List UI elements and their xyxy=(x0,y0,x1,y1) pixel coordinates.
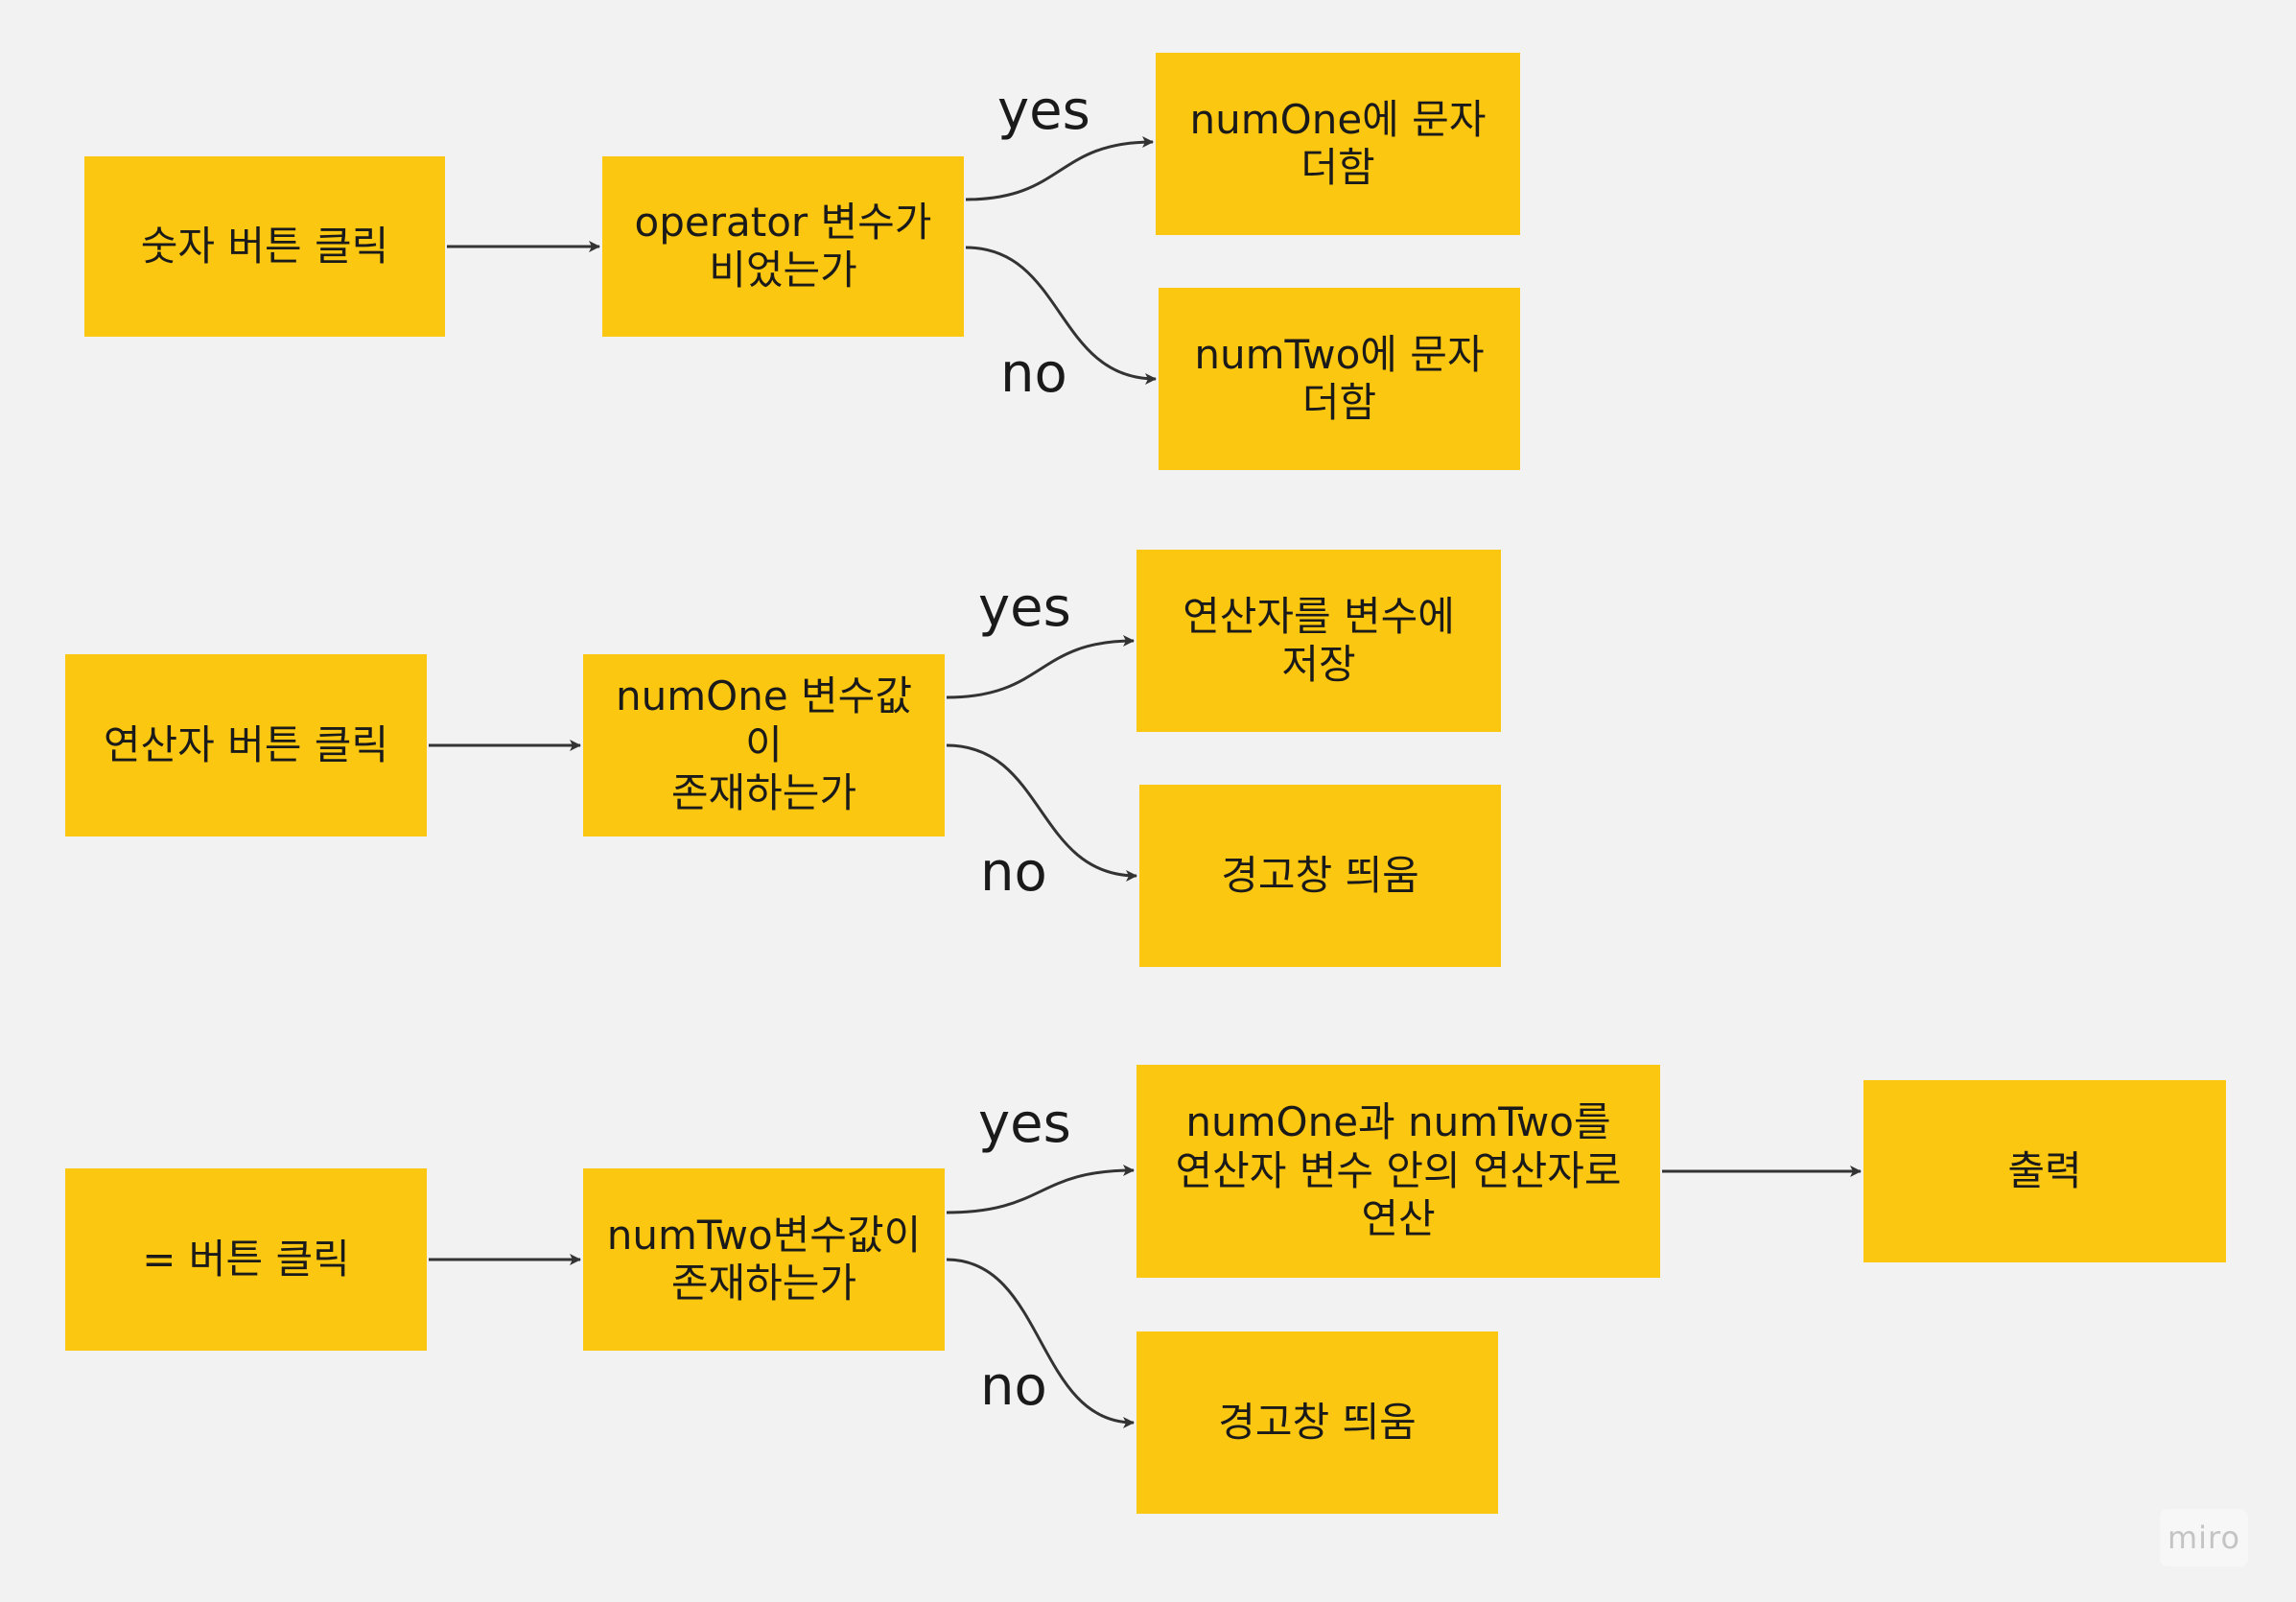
alert-node[interactable]: 경고창 띄움 xyxy=(1136,1331,1498,1514)
alert-node[interactable]: 경고창 띄움 xyxy=(1139,785,1501,967)
numone-exists-decision-node[interactable]: numOne 변수값이 존재하는가 xyxy=(583,654,945,836)
miro-watermark: miro xyxy=(2160,1509,2248,1567)
edge-no-to-numtwo xyxy=(965,246,1157,385)
numtwo-exists-decision-node[interactable]: numTwo변수값이 존재하는가 xyxy=(583,1168,945,1351)
operator-empty-decision-node[interactable]: operator 변수가 비었는가 xyxy=(602,156,964,337)
edge-label-yes: yes xyxy=(997,80,1090,142)
edge-yes-to-compute xyxy=(946,1165,1135,1214)
numtwo-append-node[interactable]: numTwo에 문자 더함 xyxy=(1159,288,1520,470)
equals-click-node[interactable]: = 버튼 클릭 xyxy=(65,1168,427,1351)
edge-yes-to-numone xyxy=(965,136,1154,201)
edge-no-to-alert xyxy=(946,743,1137,882)
output-node[interactable]: 출력 xyxy=(1863,1080,2226,1262)
edge-label-no: no xyxy=(980,841,1047,904)
numone-append-node[interactable]: numOne에 문자 더함 xyxy=(1156,53,1520,235)
compute-node[interactable]: numOne과 numTwo를 연산자 변수 안의 연산자로 연산 xyxy=(1136,1065,1660,1278)
operator-click-node[interactable]: 연산자 버튼 클릭 xyxy=(65,654,427,836)
edge-label-no: no xyxy=(980,1355,1047,1418)
edge-label-no: no xyxy=(1000,342,1067,405)
edge-label-yes: yes xyxy=(978,1093,1071,1155)
digit-click-node[interactable]: 숫자 버튼 클릭 xyxy=(84,156,445,337)
edge-yes-to-save xyxy=(946,635,1135,699)
edge-label-yes: yes xyxy=(978,577,1071,639)
save-operator-node[interactable]: 연산자를 변수에 저장 xyxy=(1136,550,1501,732)
edge-no-to-alert xyxy=(946,1258,1135,1428)
